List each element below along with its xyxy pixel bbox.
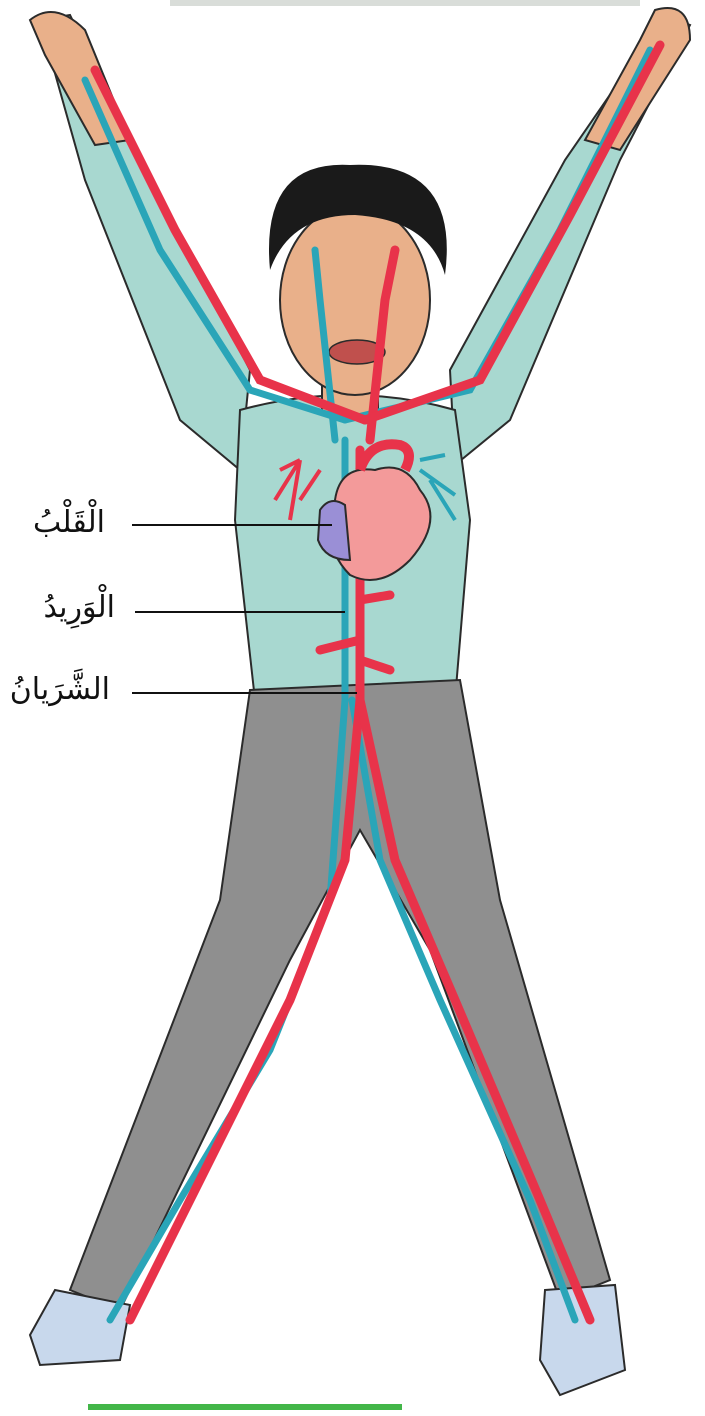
label-vein: الْوَرِيدُ	[43, 590, 115, 625]
face	[280, 205, 430, 395]
label-heart: الْقَلْبُ	[33, 505, 105, 540]
leader-vein	[135, 611, 345, 613]
left-shoe	[30, 1290, 130, 1365]
leader-artery	[132, 692, 357, 694]
bottom-accent-rule	[88, 1404, 402, 1410]
label-artery: الشَّرَيانُ	[10, 672, 110, 707]
leader-heart	[132, 524, 332, 526]
